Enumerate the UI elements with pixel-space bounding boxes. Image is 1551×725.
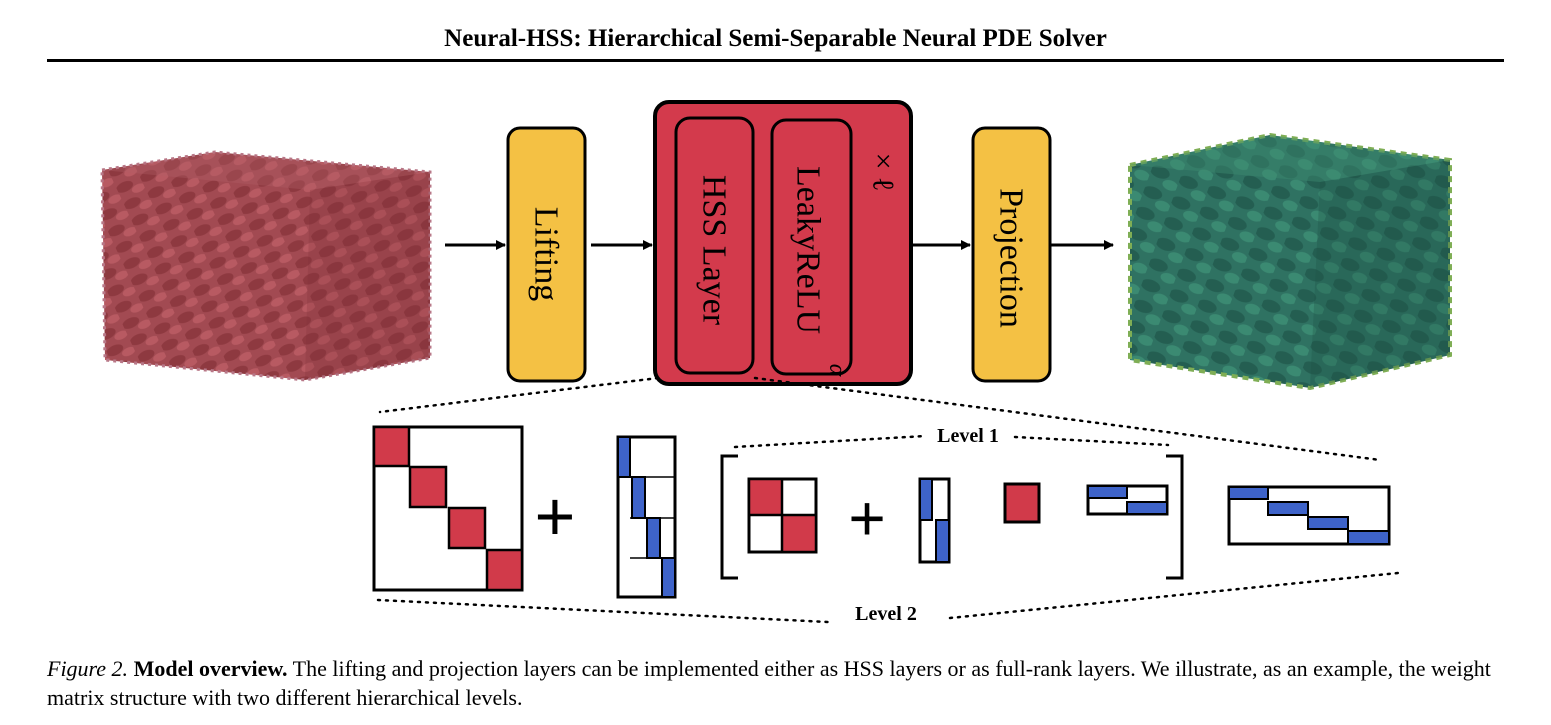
level2-lowrank-factor [616, 435, 677, 599]
projection-label: Projection [993, 188, 1030, 328]
model-overview-figure: Lifting HSS Layer LeakyReLU α × ℓ Projec… [100, 100, 1452, 625]
level1-transposed-factor [1086, 484, 1169, 516]
lifting-block [506, 126, 587, 383]
level1-coupling-block [1003, 482, 1041, 524]
repeat-count-label: × ℓ [867, 153, 900, 192]
lifting-label: Lifting [528, 207, 565, 301]
caption-bold-title: Model overview. [133, 656, 288, 681]
figure-caption: Figure 2. Model overview. The lifting an… [47, 654, 1517, 712]
input-field-cube [100, 150, 432, 382]
leaky-relu-box [770, 118, 853, 376]
leaky-relu-subscript: α [824, 364, 850, 377]
hss-layer-box [674, 116, 755, 375]
level1-diagonal-matrix [747, 477, 818, 554]
plus-sign-level1: + [848, 482, 885, 554]
caption-text: The lifting and projection layers can be… [47, 656, 1491, 710]
header-rule [47, 59, 1504, 62]
projection-block [971, 126, 1052, 383]
level1-bracket-right [1166, 454, 1184, 580]
level1-label: Level 1 [937, 425, 999, 447]
level1-bracket-left [720, 454, 738, 580]
level2-transposed-factor [1227, 485, 1391, 546]
running-header-title: Neural-HSS: Hierarchical Semi-Separable … [444, 25, 1107, 52]
zoom-guide-lines [376, 376, 1400, 624]
level2-diagonal-matrix [372, 425, 524, 592]
level1-lowrank-factor [918, 477, 951, 564]
level2-label: Level 2 [855, 603, 917, 625]
leaky-relu-label: LeakyReLU [790, 166, 827, 334]
output-field-cube [1128, 132, 1452, 391]
caption-figure-label: Figure 2. [47, 656, 129, 681]
hss-layer-label: HSS Layer [696, 175, 733, 326]
plus-sign-level2: + [535, 477, 576, 555]
